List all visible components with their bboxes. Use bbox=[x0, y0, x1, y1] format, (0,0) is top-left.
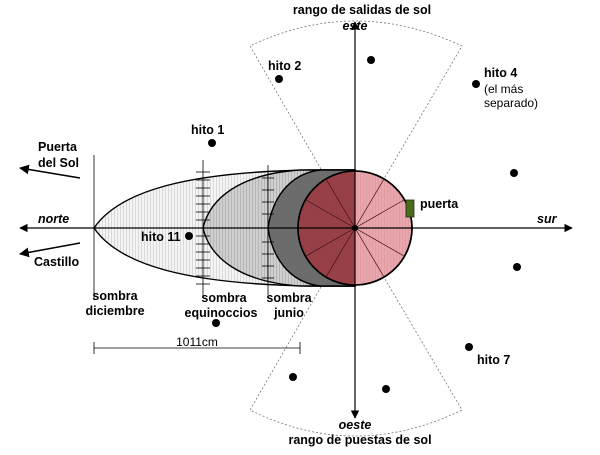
shadow-december-label-1: sombra bbox=[92, 289, 138, 303]
west-label: oeste bbox=[339, 418, 372, 432]
shadow-equinox-label-1: sombra bbox=[201, 291, 247, 305]
hito-1-point bbox=[208, 139, 216, 147]
hito-10-point bbox=[212, 319, 220, 327]
puerta-del-sol-arrow bbox=[19, 164, 81, 179]
puerta-del-sol-label-1: Puerta bbox=[38, 140, 78, 154]
hito-1-label: hito 1 bbox=[191, 123, 224, 137]
shadow-june-label-2: junio bbox=[273, 306, 304, 320]
hito-4-point bbox=[472, 80, 480, 88]
sunrise-range-sector bbox=[249, 20, 463, 229]
hito-4-label-2: (el más bbox=[484, 82, 523, 96]
distance-label: 1011cm bbox=[176, 335, 218, 349]
sunset-range-sector bbox=[249, 227, 463, 437]
puerta-del-sol-label-2: del Sol bbox=[38, 156, 79, 170]
shadow-equinox-label-2: equinoccios bbox=[185, 306, 258, 320]
hito-4-label-1: hito 4 bbox=[484, 66, 517, 80]
east-label: este bbox=[342, 19, 367, 33]
castillo-arrow bbox=[19, 242, 81, 258]
sunrise-range-label: rango de salidas de sol bbox=[293, 3, 431, 17]
south-label: sur bbox=[537, 212, 558, 226]
hito-4-label-3: separado) bbox=[484, 96, 538, 110]
castillo-label: Castillo bbox=[34, 255, 80, 269]
hito-3-point bbox=[367, 56, 375, 64]
shadow-june-label-1: sombra bbox=[266, 291, 312, 305]
hito-8-point bbox=[382, 385, 390, 393]
hito-9-point bbox=[289, 373, 297, 381]
hito-5-point bbox=[510, 169, 518, 177]
hito-11-point bbox=[185, 232, 193, 240]
landmark-points bbox=[185, 56, 521, 393]
hito-11-label: hito 11 bbox=[141, 230, 181, 244]
north-label: norte bbox=[38, 212, 69, 226]
shadow-december-label-2: diciembre bbox=[85, 304, 144, 318]
hito-2-point bbox=[275, 75, 283, 83]
hito-6-point bbox=[513, 263, 521, 271]
door-marker bbox=[405, 199, 415, 218]
hito-7-point bbox=[465, 343, 473, 351]
hito-7-label: hito 7 bbox=[477, 353, 510, 367]
door-label: puerta bbox=[420, 197, 459, 211]
hito-2-label: hito 2 bbox=[268, 59, 301, 73]
distance-indicator bbox=[93, 342, 301, 354]
sunset-range-label: rango de puestas de sol bbox=[288, 433, 431, 447]
